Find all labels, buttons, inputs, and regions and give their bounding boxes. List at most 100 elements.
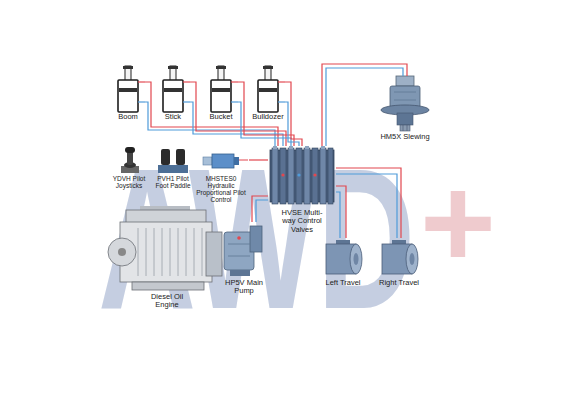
control-valve-block-part: [304, 148, 310, 204]
bucket-cylinder: [211, 66, 238, 112]
control-valve-block-part: [296, 148, 302, 204]
control-valve-block-part: [320, 148, 326, 204]
control-valve-block-part: [273, 146, 277, 149]
diesel-engine-part: [108, 238, 136, 266]
boom-cylinder-part: [123, 66, 133, 69]
travel-node: Right Travel: [378, 238, 421, 287]
diesel-engine-part: [178, 228, 179, 276]
hydraulic-line: [336, 168, 401, 238]
hydraulic-line: [336, 186, 346, 238]
hose-path: [145, 102, 275, 146]
proportional-pilot-valve-part: [239, 160, 248, 161]
pilot-joystick: [121, 147, 139, 173]
hose-path: [336, 192, 340, 238]
slewing-motor-part: [394, 92, 416, 93]
slewing-motor: [381, 76, 429, 131]
hose-path: [238, 82, 294, 146]
proportional-pilot-valve-part: [203, 157, 212, 165]
pilot-foot-paddle-part: [161, 149, 170, 165]
control-valve-block-part: [280, 148, 286, 204]
hose-path: [238, 102, 291, 146]
control-valve-block-part: [328, 148, 333, 204]
bucket-cylinder-part: [211, 80, 231, 112]
slewing-motor-part: [397, 113, 413, 125]
diesel-engine-part: [154, 228, 155, 276]
motor-node: HM5X Slewing: [375, 76, 435, 141]
control-valve-block-part: [312, 148, 318, 204]
valve-node: HVSE Multi-way Control Valves: [268, 146, 336, 234]
pilot-joystick-part: [125, 147, 135, 153]
bulldozer-cylinder: [258, 66, 285, 112]
main-pump: [224, 226, 262, 276]
engine-node: Diesel Oil Engine: [112, 206, 222, 310]
stick-cylinder-part: [168, 66, 178, 69]
hose-path: [285, 82, 302, 146]
diesel-engine-part: [162, 228, 163, 276]
cylinder-node: Bulldozer: [251, 66, 285, 121]
boom-cylinder: [118, 66, 145, 112]
stick-cylinder-part: [183, 81, 190, 82]
control-valve-block-part: [313, 173, 316, 176]
left-travel-motor-part: [350, 244, 362, 274]
stick-cylinder-part: [164, 88, 182, 92]
slewing-motor-part: [403, 125, 404, 131]
control-valve-block: [270, 146, 334, 204]
bulldozer-cylinder-part: [258, 80, 278, 112]
right-travel-motor: [382, 240, 418, 274]
hose-path: [190, 102, 283, 146]
main-pump-part: [228, 244, 250, 245]
slewing-motor-part: [396, 76, 414, 86]
hose-path: [336, 174, 397, 238]
right-travel-motor-part: [406, 244, 418, 274]
pump-node: HP5V Main Pump: [222, 222, 266, 296]
control-valve-block-part: [272, 148, 278, 204]
diesel-engine-part: [194, 228, 195, 276]
control-valve-block-part: [321, 146, 325, 149]
cylinder-node: Bucket: [204, 66, 238, 121]
hydraulic-line: [285, 82, 302, 146]
bulldozer-cylinder-part: [278, 101, 285, 102]
slewing-motor-part: [400, 125, 410, 131]
boom-cylinder-part: [138, 101, 145, 102]
stick-cylinder: [163, 66, 190, 112]
component-label: Stick: [165, 113, 181, 121]
bucket-cylinder-part: [231, 81, 238, 82]
diesel-engine: [108, 206, 222, 290]
main-pump-part: [250, 226, 262, 252]
pilot-node: PVH1 Pilot Foot Paddle: [154, 146, 192, 189]
proportional-pilot-valve-part: [212, 154, 234, 168]
component-label: HVSE Multi-way Control Valves: [276, 209, 328, 234]
hydraulic-line: [238, 82, 294, 146]
hose-path: [190, 82, 286, 146]
pilot-foot-paddle: [158, 149, 188, 173]
component-label: Left Travel: [325, 279, 360, 287]
cylinder-node: Stick: [156, 66, 190, 121]
main-pump-part: [228, 256, 250, 257]
pilot-foot-paddle-part: [158, 165, 188, 173]
component-label: Right Travel: [379, 279, 419, 287]
hydraulic-line: [249, 160, 268, 161]
diesel-engine-part: [146, 228, 147, 276]
pilot-joystick-part: [127, 151, 133, 165]
bucket-cylinder-part: [231, 101, 238, 102]
hose-path: [252, 196, 268, 222]
component-label: Bucket: [210, 113, 233, 121]
component-label: HP5V Main Pump: [225, 279, 263, 296]
hydraulic-line: [190, 82, 286, 146]
hose-path: [285, 102, 299, 146]
slewing-motor-part: [407, 125, 408, 131]
control-valve-block-part: [289, 146, 293, 149]
stick-cylinder-part: [163, 80, 183, 112]
pilot-node: MHSTES0 Hydraulic Proportional Pilot Con…: [193, 146, 249, 204]
boom-cylinder-part: [138, 81, 145, 82]
pilot-foot-paddle-part: [176, 149, 185, 165]
diesel-engine-part: [118, 248, 126, 256]
boom-cylinder-part: [119, 88, 137, 92]
hydraulic-line: [252, 196, 268, 222]
left-travel-motor: [326, 240, 362, 274]
bucket-cylinder-part: [212, 88, 230, 92]
right-travel-motor-part: [410, 253, 415, 265]
main-pump-part: [224, 232, 254, 270]
